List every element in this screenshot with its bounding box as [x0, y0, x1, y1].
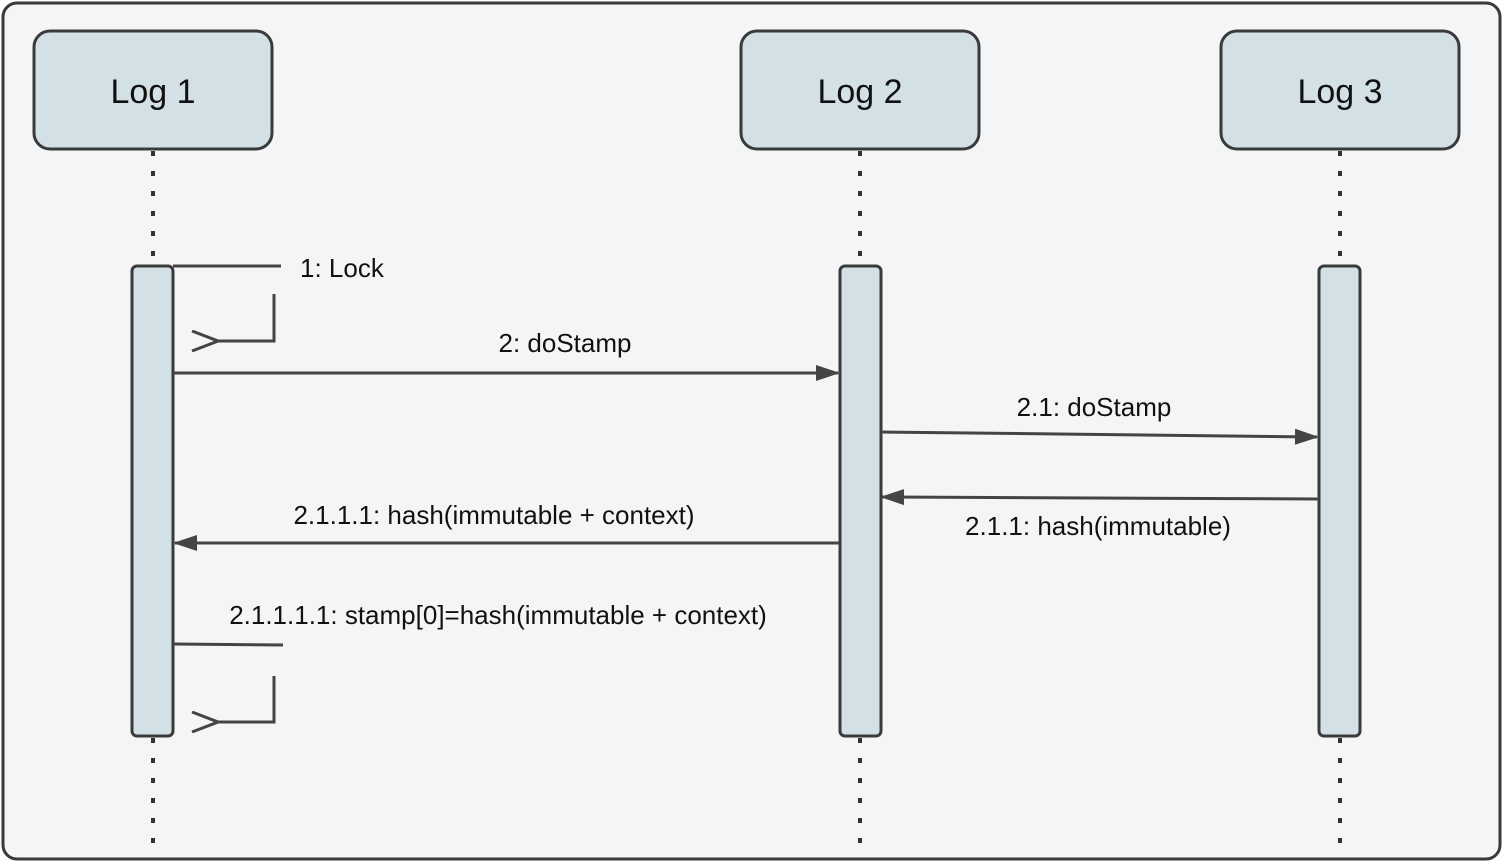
lifeline-log2: Log 2	[739, 29, 981, 856]
message-label: 2.1.1: hash(immutable)	[965, 511, 1231, 541]
message-2-dostamp: 2: doStamp	[173, 328, 840, 381]
message-label: 2.1.1.1: hash(immutable + context)	[293, 500, 694, 530]
message-1-lock: 1: Lock	[173, 253, 385, 341]
message-2-1-1-1-1-stamp: 2.1.1.1.1: stamp[0]=hash(immutable + con…	[172, 600, 767, 722]
message-arrow	[880, 428, 1319, 445]
message-2-1-1-hash: 2.1.1: hash(immutable)	[880, 489, 1319, 541]
lifeline-log3: Log 3	[1219, 29, 1461, 856]
lifeline-title-log2: Log 2	[817, 73, 902, 111]
message-2-1-dostamp: 2.1: doStamp	[880, 392, 1319, 445]
message-2-1-1-1-hash-context: 2.1.1.1: hash(immutable + context)	[173, 500, 839, 551]
activation-bar-log1	[130, 264, 175, 738]
lifeline-log1: Log 1	[32, 29, 274, 856]
lifeline-head-log2	[739, 29, 981, 151]
lifeline-title-log3: Log 3	[1297, 73, 1382, 111]
lifeline-title-log1: Log 1	[110, 73, 195, 111]
self-call-out-line	[172, 642, 284, 647]
lifeline-head-log1	[32, 29, 274, 151]
activation-bar-log2	[838, 264, 883, 738]
self-call-return-arrow	[218, 294, 276, 341]
message-arrow	[880, 489, 1319, 506]
message-label: 2.1: doStamp	[1017, 392, 1172, 422]
activation-bar-log3	[1317, 264, 1362, 738]
message-label: 2: doStamp	[499, 328, 632, 358]
message-label: 1: Lock	[300, 253, 385, 283]
self-call-return-arrow	[218, 676, 276, 722]
lifeline-head-log3	[1219, 29, 1461, 151]
message-label: 2.1.1.1.1: stamp[0]=hash(immutable + con…	[229, 600, 767, 630]
